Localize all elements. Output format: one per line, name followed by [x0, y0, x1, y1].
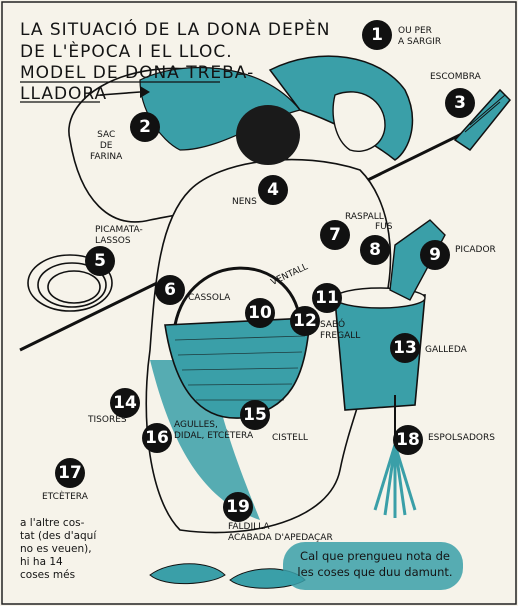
badge-13: 13: [390, 333, 420, 363]
label-5: PICAMATA- LASSOS: [95, 225, 143, 246]
badge-9: 9: [420, 240, 450, 270]
label-14: TISORES: [88, 415, 127, 425]
label-8: FUS: [375, 222, 393, 232]
label-16: AGULLES, DIDAL, ETCÈTERA: [174, 420, 254, 441]
badge-8: 8: [360, 235, 390, 265]
badge-15: 15: [240, 400, 270, 430]
feather-duster: [373, 444, 417, 518]
label-18: ESPOLSADORS: [428, 433, 495, 443]
title-line-3: MODEL DE DONA TREBA-: [20, 63, 255, 83]
badge-2: 2: [130, 112, 160, 142]
badge-7: 7: [320, 220, 350, 250]
badge-5: 5: [85, 246, 115, 276]
label-13: GALLEDA: [425, 345, 467, 355]
badge-11: 11: [312, 283, 342, 313]
badge-4: 4: [258, 175, 288, 205]
lasso-coils: [27, 254, 113, 312]
badge-16: 16: [142, 423, 172, 453]
badge-14: 14: [110, 388, 140, 418]
badge-17: 17: [55, 458, 85, 488]
child-head: [236, 105, 300, 165]
label-4: NENS: [232, 197, 257, 207]
badge-3: 3: [445, 88, 475, 118]
label-3: ESCOMBRA: [430, 72, 481, 82]
badge-18: 18: [393, 425, 423, 455]
badge-10: 10: [245, 298, 275, 328]
callout-text: Cal que prengueu nota de les coses que d…: [297, 549, 453, 579]
callout-bubble: [283, 542, 463, 590]
badge-19: 19: [223, 492, 253, 522]
face: [332, 91, 386, 152]
label-7: RASPALL: [345, 212, 384, 222]
label-19: FALDILLA ACABADA D'APEDAÇAR: [228, 522, 333, 543]
label-17: ETCÈTERA: [42, 492, 88, 502]
title-line-1: LA SITUACIÓ DE LA DONA DEPÈN: [20, 20, 331, 40]
label-12: SABÓ FREGALL: [320, 320, 361, 341]
left-shoe: [149, 563, 226, 585]
badge-1: 1: [362, 20, 392, 50]
arrow-icon: [140, 86, 150, 98]
label-1: OU PER A SARGIR: [398, 26, 442, 47]
title-line-4: LLADORA: [20, 84, 108, 104]
label-2: SAC DE FARINA: [90, 130, 123, 162]
side-note: a l'altre cos- tat (des d'aquí no es veu…: [20, 517, 97, 581]
label-15: CISTELL: [272, 433, 308, 443]
label-9: PICADOR: [455, 245, 496, 255]
badge-6: 6: [155, 275, 185, 305]
label-6: CASSOLA: [188, 293, 231, 303]
badge-12: 12: [290, 306, 320, 336]
title-line-2: DE L'ÈPOCA I EL LLOC.: [20, 42, 233, 62]
